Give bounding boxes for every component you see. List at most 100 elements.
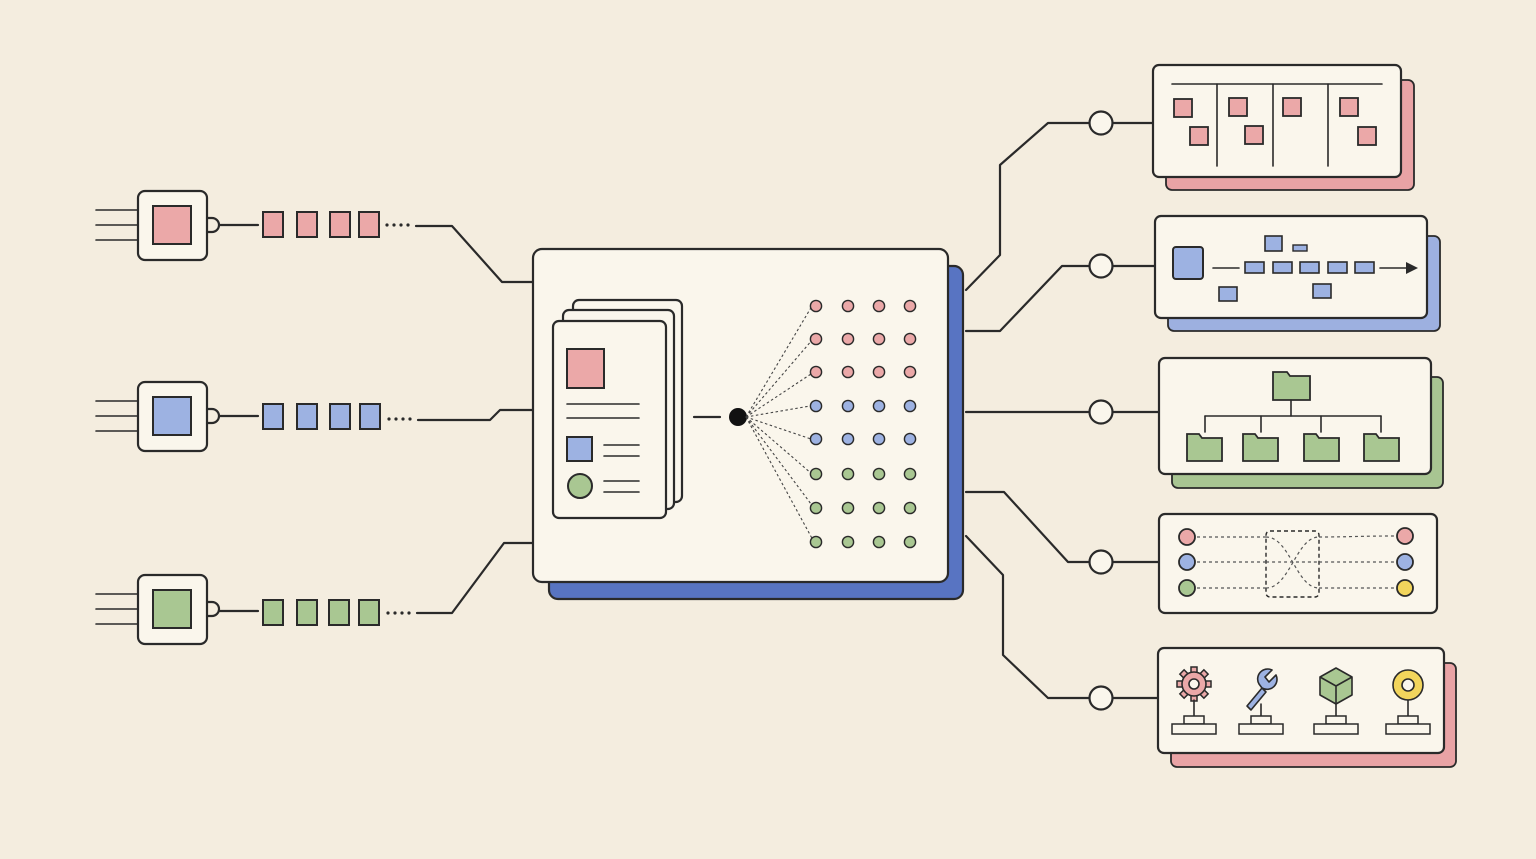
connector-node [1088,549,1114,575]
queue-packet [329,211,351,238]
data-queue [262,403,412,430]
fan-out-line [745,371,815,418]
input-source-green [95,541,535,646]
tool-stand [1385,699,1431,735]
data-queue [262,211,410,238]
queue-packet [359,403,381,430]
fan-out-line [745,416,815,543]
fan-out-line [745,416,812,440]
classified-item-dot [841,332,855,346]
connector-line [964,121,1092,292]
queue-packet [329,403,351,430]
classified-item-dot [903,332,917,346]
classification-dot-grid [809,299,917,549]
output-port [1396,553,1414,571]
folder-icon [1186,433,1223,462]
connector-line [964,490,1092,564]
classified-item-dot [809,467,823,481]
output-port [205,600,221,618]
classified-item-dot [872,299,886,313]
gear-icon [1176,666,1212,702]
classified-item-dot [809,432,823,446]
ellipsis-dot [394,417,398,421]
folder-icon [1363,433,1400,462]
fan-out-line [745,305,813,418]
classified-item-dot [809,501,823,515]
connector-node [1088,685,1114,711]
output-port [205,407,221,425]
classified-item-dot [872,365,886,379]
output-port [1396,527,1414,545]
classified-item-dot [841,432,855,446]
connector-line [416,408,535,422]
ellipsis-dot [385,223,389,227]
branch-node [1264,235,1283,252]
output-connectors [964,110,1161,711]
classified-item-dot [841,399,855,413]
pipeline-stage [1272,261,1293,274]
ellipsis-dot [393,611,397,615]
classified-item-dot [903,535,917,549]
input-wires [95,209,139,241]
ellipsis-dot [386,611,390,615]
root-folder-icon [1272,371,1311,401]
output-port [205,216,221,234]
classified-item-dot [841,535,855,549]
queue-packet [262,403,284,430]
classified-item-dot [809,299,823,313]
classified-item-dot [809,535,823,549]
output-toolset [1156,646,1457,768]
pipeline-stage [1299,261,1320,274]
classified-item-dot [872,467,886,481]
ellipsis-dot [401,417,405,421]
classified-item-dot [872,501,886,515]
output-pipeline-flow [1153,214,1441,332]
connector-line [964,534,1092,700]
output-port [1396,579,1414,597]
classified-item-dot [809,332,823,346]
classified-item-dot [903,399,917,413]
queue-packet [296,211,318,238]
pipeline-stage [1354,261,1375,274]
pipeline-stage [1327,261,1348,274]
queue-packet [328,599,350,626]
tool-stand [1313,703,1359,735]
task-card [1339,97,1359,117]
document-square-icon [566,436,593,462]
card [1156,646,1446,755]
classified-item-dot [903,467,917,481]
ellipsis-dot [407,611,411,615]
classified-item-dot [809,365,823,379]
card [1157,512,1439,615]
input-swatch [152,396,192,436]
task-card [1173,98,1193,118]
tool-stand [1238,703,1284,735]
connector-node [1088,110,1114,136]
fan-out-line [745,416,815,509]
classified-item-dot [903,365,917,379]
branch-node [1312,283,1332,299]
input-source-red [95,189,535,284]
folder-icon [1303,433,1340,462]
ellipsis-dot [387,417,391,421]
classified-item-dot [841,501,855,515]
output-routing-matrix [1157,512,1439,615]
ellipsis-dot [408,417,412,421]
classified-item-dot [903,501,917,515]
document-stack [551,298,684,520]
ellipsis-dot [400,611,404,615]
pipeline-stage [1244,261,1265,274]
ellipsis-dot [399,223,403,227]
classified-item-dot [872,432,886,446]
queue-packet [358,211,380,238]
cube-icon [1319,667,1353,705]
document-circle-icon [567,473,593,499]
input-swatch [152,589,192,629]
ring-icon [1392,669,1424,701]
output-kanban-board [1151,63,1415,191]
input-wires [95,593,139,625]
document-image-icon [566,348,605,389]
classified-item-dot [903,432,917,446]
connector-node [1088,399,1114,425]
